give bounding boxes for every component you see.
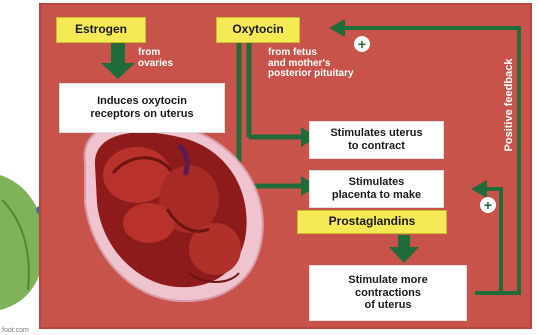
induces-receptors-box: Induces oxytocin receptors on uterus [59,83,225,133]
stimulates-placenta-box: Stimulates placenta to make [309,170,444,208]
oxytocin-box: Oxytocin [216,17,300,43]
fetus-in-uterus-icon [85,121,263,301]
plus-icon-lower: + [480,197,496,213]
plus-icon: + [354,36,370,52]
from-ovaries-label: from ovaries [138,48,173,69]
stimulates-uterus-box: Stimulates uterus to contract [309,121,444,159]
stimulate-more-box: Stimulate more contractions of uterus [309,265,467,321]
watermark: foot.com [2,327,29,334]
arrow-positive-feedback-outer [335,28,519,293]
prostaglandins-box: Prostaglandins [297,210,447,234]
arrow-prostaglandins-down [389,235,419,263]
positive-feedback-label: Positive feedback [503,55,515,155]
arrow-estrogen-to-receptors [101,43,135,79]
from-fetus-label: from fetus and mother's posterior pituit… [268,48,354,80]
estrogen-box: Estrogen [56,17,146,43]
diagram-panel: Estrogen from ovaries Oxytocin from fetu… [39,3,532,329]
